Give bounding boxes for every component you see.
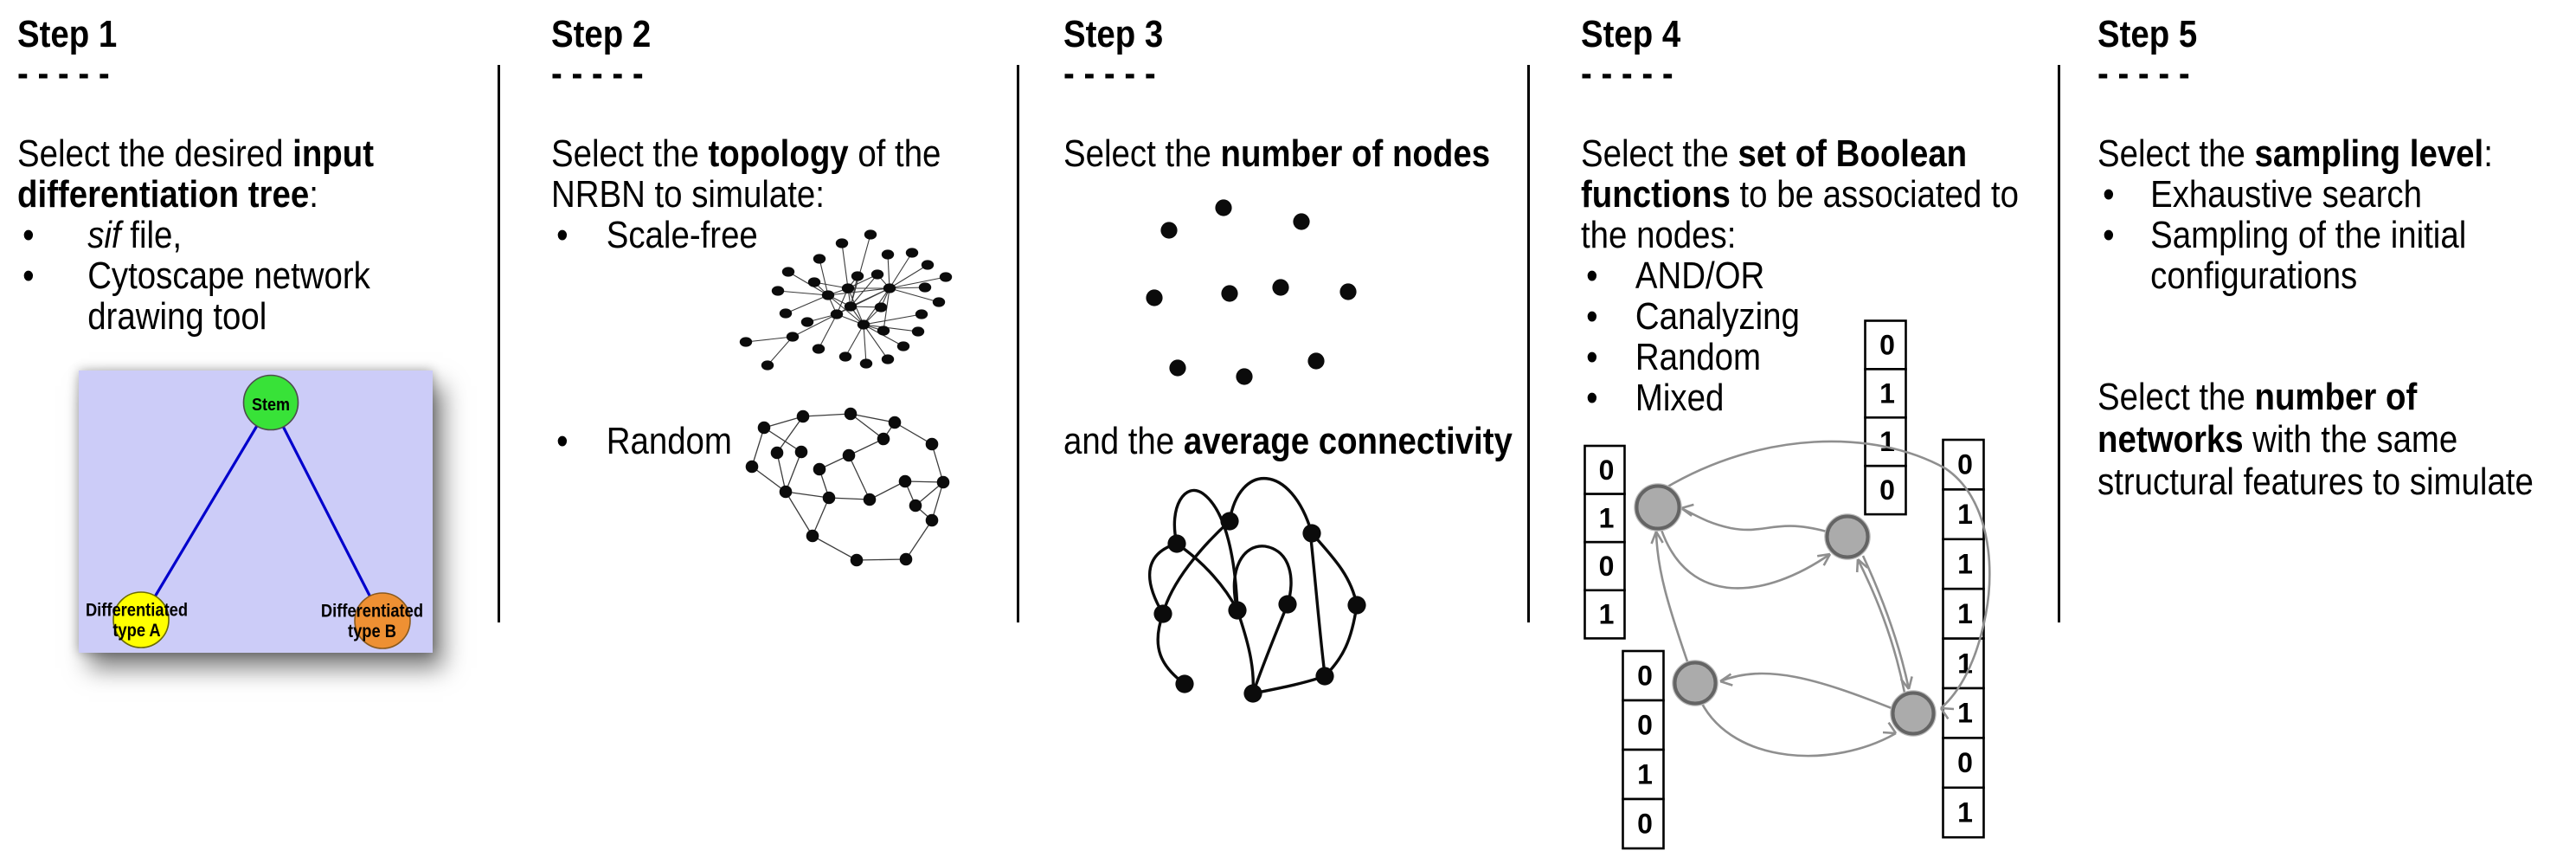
svg-text:Differentiated: Differentiated [86, 600, 188, 620]
svg-text:1: 1 [1957, 598, 1973, 629]
svg-text:0: 0 [1599, 455, 1615, 486]
svg-text:1: 1 [1957, 797, 1973, 828]
svg-text:1: 1 [1879, 426, 1895, 457]
svg-text:0: 0 [1637, 661, 1653, 692]
svg-text:0: 0 [1879, 474, 1895, 506]
svg-text:0: 0 [1637, 710, 1653, 741]
svg-text:Differentiated: Differentiated [321, 601, 423, 621]
svg-text:0: 0 [1879, 329, 1895, 360]
svg-text:1: 1 [1879, 377, 1895, 409]
svg-text:0: 0 [1637, 809, 1653, 840]
svg-text:type A: type A [112, 621, 160, 641]
svg-text:1: 1 [1599, 502, 1615, 533]
svg-text:Stem: Stem [252, 396, 290, 415]
svg-text:0: 0 [1957, 449, 1973, 480]
svg-text:1: 1 [1957, 499, 1973, 530]
svg-text:0: 0 [1599, 551, 1615, 582]
svg-text:type B: type B [348, 622, 396, 641]
svg-text:1: 1 [1637, 759, 1653, 790]
svg-text:1: 1 [1957, 698, 1973, 729]
svg-text:0: 0 [1957, 747, 1973, 778]
svg-text:1: 1 [1599, 599, 1615, 630]
svg-text:1: 1 [1957, 549, 1973, 580]
